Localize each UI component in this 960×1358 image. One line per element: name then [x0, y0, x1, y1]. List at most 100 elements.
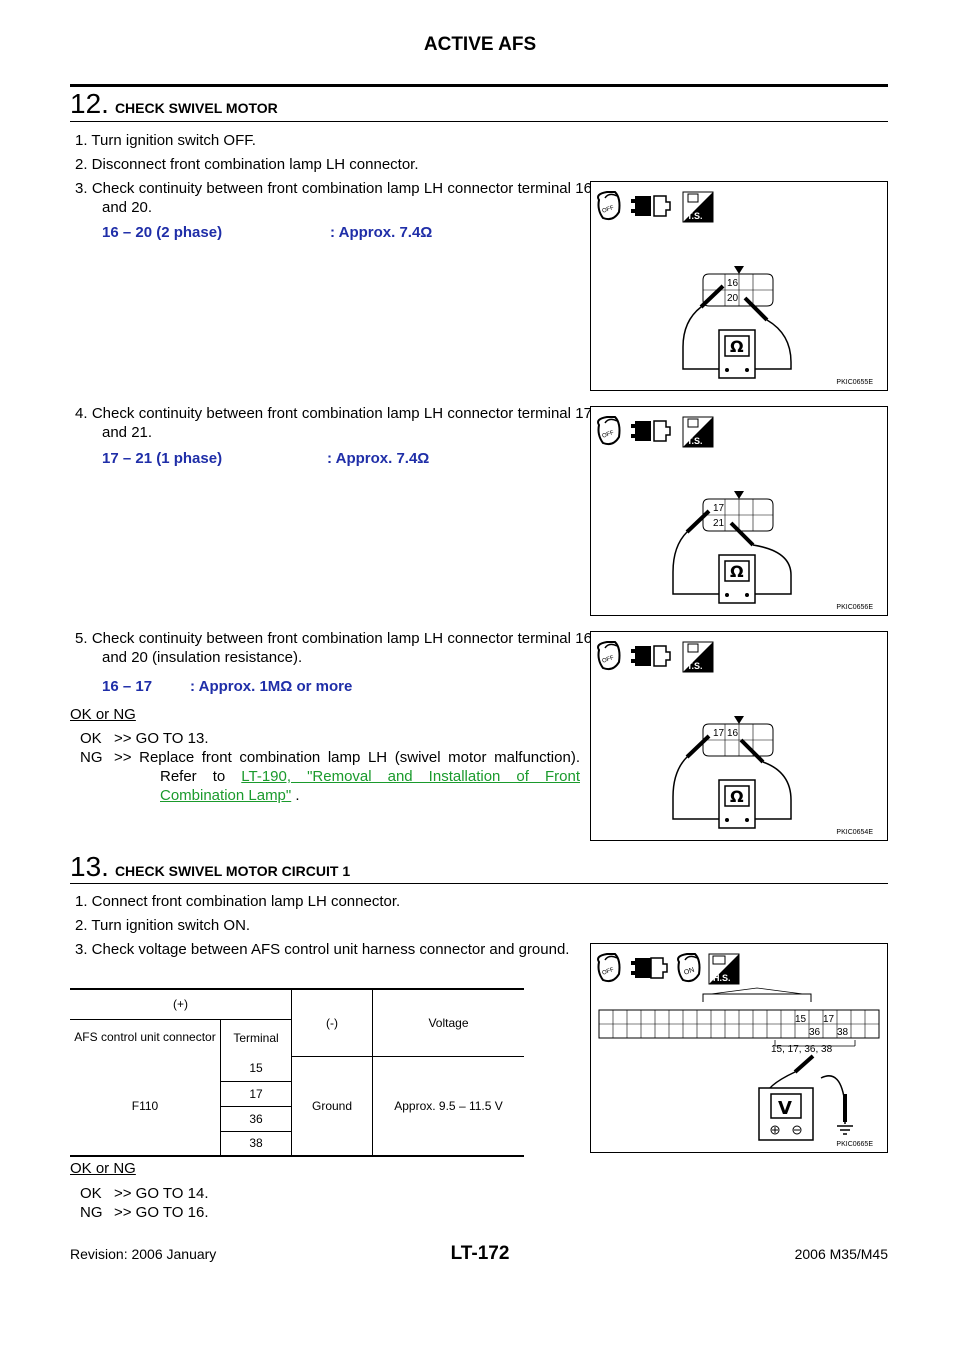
voltmeter-icon: V	[758, 1087, 814, 1141]
connector-face: 17 16	[702, 716, 774, 757]
connector-disconnect-icon	[631, 645, 671, 667]
tester-hs-icon: H.S.	[708, 953, 740, 985]
ignition-off-icon: OFF	[597, 641, 621, 671]
svg-text:16: 16	[727, 278, 739, 289]
svg-text:17: 17	[713, 503, 725, 514]
figure-continuity-17-21: OFF T.S. 17 21 Ω	[590, 406, 888, 616]
list-item: 3. Check voltage between AFS control uni…	[75, 941, 570, 958]
figure-code: PKIC0665E	[836, 1141, 873, 1148]
list-item: 2. Turn ignition switch ON.	[75, 917, 251, 934]
page-number: LT-172	[450, 1243, 510, 1264]
ignition-off-icon: OFF	[597, 191, 621, 221]
connector-face: 17 21	[702, 491, 774, 532]
spec-value: : Approx. 7.4Ω	[330, 224, 433, 241]
spec-value: : Approx. 7.4Ω	[327, 450, 430, 467]
ignition-off-icon: OFF	[597, 416, 621, 446]
tester-ts-icon: T.S.	[682, 416, 714, 448]
spec-label: 16 – 17	[102, 678, 153, 695]
ohmmeter-icon: Ω	[718, 554, 756, 604]
model-label: 2006 M35/M45	[794, 1246, 888, 1262]
svg-text:16: 16	[727, 728, 739, 739]
step-13-heading: 13. CHECK SWIVEL MOTOR CIRCUIT 1	[70, 853, 350, 881]
connector-disconnect-icon	[631, 420, 671, 442]
harness-connector: 15 17 36 38 15, 17, 36, 38	[598, 987, 880, 1055]
svg-text:OFF: OFF	[601, 205, 615, 215]
svg-text:V: V	[778, 1098, 792, 1119]
figure-code: PKIC0655E	[836, 379, 873, 386]
spec-value: : Approx. 1MΩ or more	[190, 678, 353, 695]
step-rule	[70, 883, 888, 884]
revision-date: Revision: 2006 January	[70, 1246, 217, 1262]
voltage-value: Approx. 9.5 – 11.5 V	[394, 1098, 503, 1113]
result-ng: NG>> Replace front combination lamp LH (…	[80, 749, 580, 804]
list-item: 1. Turn ignition switch OFF.	[75, 132, 256, 149]
list-item: 5. Check continuity between front combin…	[75, 630, 592, 666]
svg-text:H.S.: H.S.	[713, 973, 731, 983]
svg-text:OFF: OFF	[601, 430, 615, 440]
spec-label: 16 – 20 (2 phase)	[102, 224, 223, 241]
svg-text:OFF: OFF	[601, 967, 615, 977]
svg-text:17: 17	[823, 1014, 835, 1025]
voltage-header: Voltage	[372, 989, 524, 1057]
svg-text:OFF: OFF	[601, 655, 615, 665]
svg-text:T.S.: T.S.	[687, 436, 703, 446]
connector-header: AFS control unit connector	[70, 1019, 221, 1056]
tester-ts-icon: T.S.	[682, 191, 714, 223]
ok-or-ng-label: OK or NG	[70, 706, 136, 723]
ohmmeter-icon: Ω	[718, 779, 756, 829]
figure-code: PKIC0654E	[836, 829, 873, 836]
ground-cell: Ground	[291, 1056, 373, 1156]
svg-text:ON: ON	[683, 967, 695, 977]
svg-text:21: 21	[713, 518, 725, 529]
svg-text:36: 36	[809, 1027, 821, 1038]
svg-text:T.S.: T.S.	[687, 661, 703, 671]
result-ok: OK>> GO TO 13.	[80, 730, 209, 747]
connector-disconnect-icon	[631, 195, 671, 217]
ignition-off-icon: OFF	[597, 953, 621, 983]
step-number: 12.	[70, 88, 109, 119]
connector-connect-icon	[631, 957, 668, 979]
step-title: CHECK SWIVEL MOTOR CIRCUIT 1	[114, 863, 351, 879]
svg-text:15: 15	[795, 1014, 807, 1025]
minus-header: (-)	[291, 989, 373, 1057]
svg-text:Ω: Ω	[730, 337, 744, 356]
figure-code: PKIC0656E	[836, 604, 873, 611]
step-12-heading: 12. CHECK SWIVEL MOTOR	[70, 90, 278, 118]
list-item: 1. Connect front combination lamp LH con…	[75, 893, 401, 910]
spec-label: 17 – 21 (1 phase)	[102, 450, 223, 467]
figure-continuity-16-20: OFF T.S. 16 20 Ω	[590, 181, 888, 391]
tester-ts-icon: T.S.	[682, 641, 714, 673]
header-rule	[70, 84, 888, 87]
list-item: 4. Check continuity between front combin…	[75, 405, 592, 441]
ohmmeter-icon: Ω	[718, 329, 756, 379]
step-rule	[70, 121, 888, 122]
page-title: ACTIVE AFS	[423, 34, 537, 55]
list-item: 3. Check continuity between front combin…	[75, 180, 592, 216]
plus-header: (+)	[70, 989, 292, 1020]
figure-voltage-check: OFF ON H.S. 15 17 36 38	[590, 943, 888, 1153]
svg-text:Ω: Ω	[730, 562, 744, 581]
connector-value: F110	[70, 1056, 221, 1156]
terminal-cell: 17	[220, 1081, 292, 1107]
connector-face: 16 20	[702, 266, 774, 307]
ok-or-ng-label: OK or NG	[70, 1160, 136, 1177]
terminal-cell: 15	[220, 1056, 292, 1082]
svg-text:T.S.: T.S.	[687, 211, 703, 221]
figure-insulation-16-17: OFF T.S. 17 16 Ω	[590, 631, 888, 841]
result-ng: NG>> GO TO 16.	[80, 1204, 209, 1221]
svg-text:20: 20	[727, 293, 739, 304]
terminal-cell: 38	[220, 1131, 292, 1156]
terminal-header: Terminal	[220, 1019, 292, 1056]
svg-text:38: 38	[837, 1027, 849, 1038]
list-item: 2. Disconnect front combination lamp LH …	[75, 156, 419, 173]
result-ok: OK>> GO TO 14.	[80, 1185, 209, 1202]
voltage-table: (+) (-) Voltage AFS control unit connect…	[70, 988, 524, 1157]
removal-installation-link[interactable]: LT-190, "Removal and Installation of Fro…	[160, 768, 580, 804]
step-title: CHECK SWIVEL MOTOR	[114, 100, 278, 116]
svg-text:17: 17	[713, 728, 725, 739]
ignition-on-icon: ON	[677, 953, 701, 983]
svg-text:Ω: Ω	[730, 787, 744, 806]
step-number: 13.	[70, 851, 109, 882]
terminal-cell: 36	[220, 1106, 292, 1132]
svg-text:15, 17, 36, 38: 15, 17, 36, 38	[771, 1044, 833, 1055]
